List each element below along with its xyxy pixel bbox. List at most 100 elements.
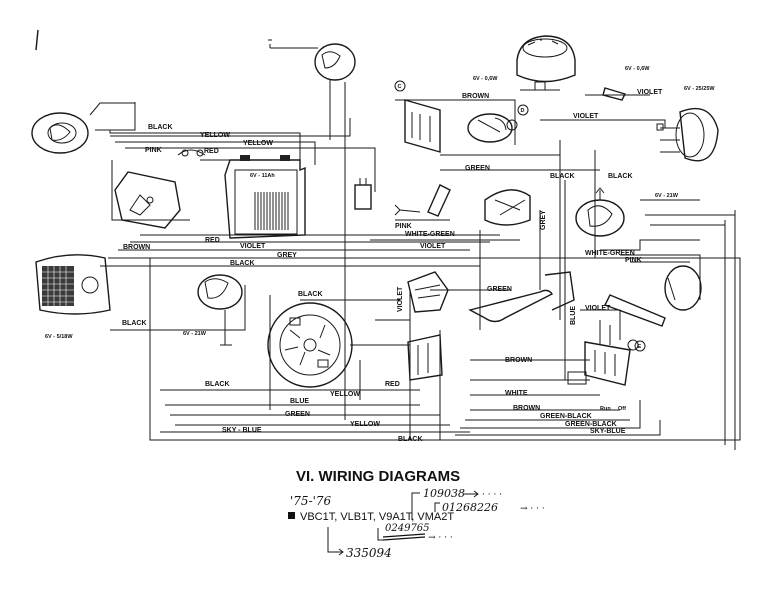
- arrow-a-tip: [463, 490, 479, 498]
- ht-coil: [407, 271, 449, 313]
- label-battery: 6V - 11Ah: [250, 173, 275, 179]
- marker-e-circle: [634, 340, 646, 352]
- label-brown-low: BROWN: [505, 357, 532, 364]
- label-violet-v: VIOLET: [397, 286, 404, 312]
- speedometer: [516, 35, 576, 91]
- junction-box: [114, 171, 181, 229]
- label-black-top: BLACK: [148, 124, 173, 131]
- label-black-far-right: BLACK: [608, 173, 633, 180]
- horn: [664, 265, 702, 311]
- note-years: '75-'76: [290, 494, 332, 508]
- label-white-green-right: WHITE-GREEN: [585, 250, 635, 257]
- flywheel-stator: [267, 302, 353, 388]
- label-yellow-low: YELLOW: [330, 391, 360, 398]
- front-small-lamp: [575, 187, 625, 237]
- label-headlamp-bulb: 6V - 25/25W: [684, 86, 715, 92]
- svg-text:→ · · ·: → · · ·: [428, 533, 453, 543]
- connector-block: [407, 334, 443, 381]
- label-red-top: RED: [204, 148, 219, 155]
- svg-text:· · · ·: · · · ·: [482, 490, 502, 500]
- label-violet-mid: VIOLET: [420, 243, 446, 250]
- top-bulb: [268, 39, 356, 81]
- note-serial-a: 109038: [423, 487, 465, 500]
- label-violet-top: VIOLET: [573, 113, 599, 120]
- model-codes: VBC1T, VLB1T, V9A1T, VMA2T: [300, 511, 455, 523]
- brake-lever: [468, 271, 575, 323]
- label-violet-head: VIOLET: [637, 89, 663, 96]
- light-switch: [567, 339, 639, 386]
- label-sky-blue-left: SKY - BLUE: [222, 427, 262, 434]
- label-violet-right: VIOLET: [585, 305, 611, 312]
- label-blue-low: BLUE: [290, 398, 309, 405]
- note-serial-d: 335094: [346, 546, 392, 560]
- label-red-mid: RED: [205, 237, 220, 244]
- note-ellipsis-b: → · · ·: [520, 504, 545, 514]
- label-pink-plug: PINK: [395, 223, 412, 230]
- label-marker-d: D: [521, 108, 525, 114]
- label-pilot-bulb: 6V - 0,6W: [625, 66, 650, 72]
- stop-bulb: [197, 274, 243, 346]
- label-green-2: GREEN: [487, 286, 512, 293]
- label-rear-small-bulb: 6V - 21W: [183, 331, 207, 337]
- voltage-regulator: [404, 99, 441, 153]
- condenser: [354, 178, 372, 210]
- label-green-black-2: GREEN-BLACK: [565, 421, 617, 428]
- label-green-low: GREEN: [285, 411, 310, 418]
- label-black-bottom: BLACK: [398, 436, 423, 443]
- marker-c-circle: [394, 80, 406, 92]
- section-title: VI. WIRING DIAGRAMS: [296, 468, 461, 485]
- note-serial-b: 01268226: [442, 501, 498, 514]
- label-white-green: WHITE-GREEN: [405, 231, 455, 238]
- rear-lamp: [35, 254, 111, 315]
- note-serial-c: 0249765: [385, 523, 430, 534]
- ignition-switch: [467, 113, 518, 143]
- label-yellow-2: YELLOW: [243, 140, 273, 147]
- model-list: VBC1T, VLB1T, V9A1T, VMA2T: [288, 511, 454, 523]
- distributor: [484, 189, 531, 226]
- wire-harness: [95, 47, 741, 450]
- label-front-small-bulb: 6V - 21W: [655, 193, 679, 199]
- pilot-bulb: [602, 87, 626, 101]
- label-brown-low2: BROWN: [513, 405, 540, 412]
- front-brake-lever: [604, 294, 666, 327]
- label-brown-top: BROWN: [462, 93, 489, 100]
- arrow-b: [434, 502, 440, 512]
- label-red-low: RED: [385, 381, 400, 388]
- component-labels: 6V - 0,6W 6V - 0,6W 6V - 25/25W 6V - 5/1…: [45, 66, 715, 412]
- wire-labels: BLACK YELLOW YELLOW PINK RED BROWN VIOLE…: [122, 89, 663, 443]
- label-pink-right: PINK: [625, 257, 642, 264]
- label-pink: PINK: [145, 147, 162, 154]
- arrow-a: [411, 492, 420, 520]
- handwritten-notes: '75-'76 109038 · · · · 01268226 → · · · …: [290, 487, 545, 560]
- label-black-low: BLACK: [205, 381, 230, 388]
- label-switch-run: Run: [600, 406, 611, 412]
- label-green-black: GREEN-BLACK: [540, 413, 592, 420]
- label-violet-2: VIOLET: [240, 243, 266, 250]
- battery: [224, 155, 306, 239]
- arrow-d: [327, 527, 344, 556]
- left-bulb: [31, 102, 135, 154]
- label-sky-blue-right: SKY-BLUE: [590, 428, 626, 435]
- arrow-c: [377, 528, 385, 541]
- label-black-stator: BLACK: [298, 291, 323, 298]
- label-tail-bulb: 6V - 5/18W: [45, 334, 73, 340]
- headlamp: [656, 107, 719, 162]
- label-black-left-low: BLACK: [122, 320, 147, 327]
- label-blue-v: BLUE: [570, 306, 577, 325]
- bullet-square: [288, 512, 295, 519]
- label-meter-bulb: 6V - 0,6W: [473, 76, 498, 82]
- label-black-right: BLACK: [550, 173, 575, 180]
- spark-plug: [394, 184, 451, 217]
- label-black-mid: BLACK: [230, 260, 255, 267]
- label-green-mid: GREEN: [465, 165, 490, 172]
- label-yellow-top: YELLOW: [200, 132, 230, 139]
- pen-mark: [35, 29, 39, 51]
- marker-d-circle: [517, 104, 529, 116]
- label-marker-e: E: [638, 344, 642, 350]
- label-yellow-bottom: YELLOW: [350, 421, 380, 428]
- label-grey: GREY: [540, 210, 547, 230]
- label-marker-c: C: [398, 84, 402, 90]
- fuse: [177, 149, 206, 157]
- label-brown-left: BROWN: [123, 244, 150, 251]
